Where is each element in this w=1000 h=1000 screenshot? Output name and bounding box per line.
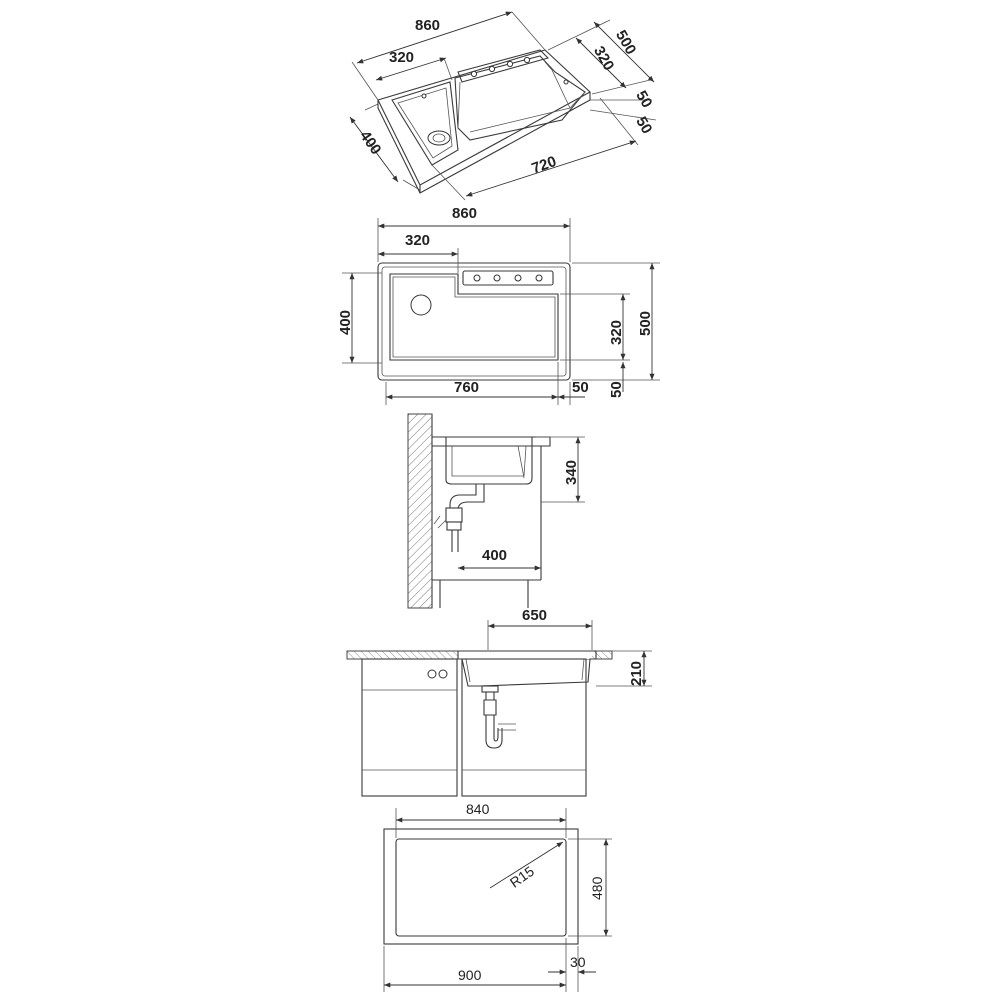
top-dim-offset: 50 <box>572 379 589 396</box>
iso-dim-length: 720 <box>529 153 558 178</box>
top-sink-outline <box>377 262 571 381</box>
cutout-opening <box>395 838 567 937</box>
top-bowl-outline <box>389 273 559 361</box>
top-dim-bowl-width: 320 <box>405 232 430 249</box>
cutout-dim-overhang: 30 <box>570 954 586 970</box>
side-dim-wall-distance: 400 <box>482 547 507 564</box>
front-drain-trap <box>483 686 503 749</box>
cutout-dim-width: 840 <box>466 801 490 817</box>
cutout-view: 840 R15 480 900 30 <box>383 801 612 992</box>
top-dim-offset-vertical: 50 <box>608 381 625 398</box>
cutout-cabinet-outline <box>383 828 579 945</box>
front-view: 650 210 <box>346 607 652 797</box>
iso-dim-rim-top: 50 <box>632 88 655 111</box>
iso-dim-inner-depth: 320 <box>590 43 617 73</box>
isometric-view: 860 320 400 720 500 320 50 50 <box>349 11 657 201</box>
side-wall <box>407 413 433 609</box>
side-counter <box>432 436 551 447</box>
front-right-cabinet <box>461 658 587 797</box>
front-sink-bowl <box>457 650 597 687</box>
top-dim-depth-right: 500 <box>637 311 654 336</box>
top-dim-width: 860 <box>452 205 477 222</box>
iso-left-bowl <box>391 81 459 166</box>
top-tap-deck <box>462 270 554 286</box>
iso-drain-hole <box>427 130 451 146</box>
cutout-dim-cabinet-width: 900 <box>458 967 482 983</box>
front-dim-width: 650 <box>522 607 547 624</box>
front-dim-height: 210 <box>628 661 645 686</box>
top-dim-inner-depth: 320 <box>608 320 625 345</box>
top-view: 860 320 400 320 500 760 50 50 <box>337 205 660 405</box>
iso-right-bowl <box>454 55 586 141</box>
top-dim-depth-left: 400 <box>337 310 354 335</box>
top-drain-hole <box>410 294 432 316</box>
iso-dim-depth-right: 500 <box>612 27 639 57</box>
iso-dim-rim-bottom: 50 <box>632 114 655 137</box>
iso-dim-bowl-width: 320 <box>389 49 414 66</box>
side-dim-bowl-depth: 340 <box>563 460 580 485</box>
front-left-cabinet <box>361 658 458 797</box>
iso-tap-deck <box>457 49 550 83</box>
iso-dim-width: 860 <box>415 17 440 34</box>
side-sink-bowl <box>445 437 533 485</box>
cutout-corner-radius: R15 <box>507 863 537 891</box>
top-dim-length: 760 <box>454 379 479 396</box>
iso-sink-side <box>377 92 591 194</box>
side-view: 340 400 <box>407 413 585 609</box>
iso-dim-depth-left: 400 <box>356 128 384 158</box>
cutout-dim-depth: 480 <box>589 876 605 900</box>
